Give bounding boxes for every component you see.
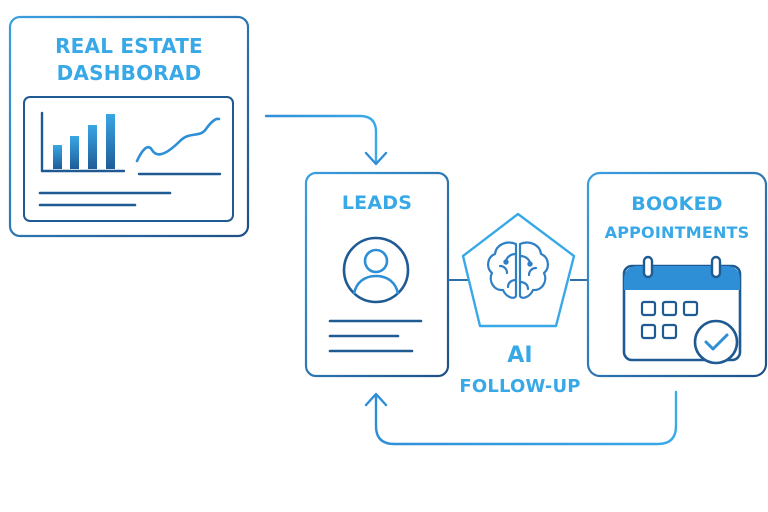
dashboard-card bbox=[8, 15, 250, 238]
calendar-day bbox=[661, 300, 678, 317]
text-lines bbox=[38, 191, 172, 207]
ai-title-line2: FOLLOW-UP bbox=[459, 376, 581, 397]
chart-bar bbox=[70, 136, 79, 169]
trend-line bbox=[135, 117, 221, 163]
chart-bar bbox=[106, 114, 115, 169]
arrow-dashboard-to-leads bbox=[264, 114, 388, 166]
text-lines bbox=[328, 319, 423, 353]
brain-icon bbox=[487, 241, 549, 299]
leads-card bbox=[304, 171, 450, 378]
booked-appointments-card bbox=[586, 171, 768, 378]
booked-title-line2: APPOINTMENTS bbox=[604, 223, 750, 242]
calendar-day bbox=[640, 323, 657, 340]
calendar-day bbox=[661, 323, 678, 340]
leads-title: LEADS bbox=[341, 192, 413, 214]
bar-line-chart-icon bbox=[40, 111, 222, 176]
dashboard-title-line2: DASHBORAD bbox=[56, 61, 202, 85]
user-profile-icon bbox=[342, 236, 410, 304]
dashboard-screen bbox=[23, 96, 234, 222]
calendar-day bbox=[640, 300, 657, 317]
ai-follow-up-node bbox=[461, 212, 576, 328]
chart-bar bbox=[88, 125, 97, 169]
calendar-check-icon bbox=[622, 255, 742, 365]
arrow-booked-to-leads bbox=[364, 390, 678, 446]
dashboard-title-line1: REAL ESTATE bbox=[55, 34, 203, 58]
ai-title-line1: AI bbox=[507, 343, 533, 368]
chart-bar bbox=[53, 145, 62, 169]
calendar-day bbox=[682, 300, 699, 317]
booked-title-line1: BOOKED bbox=[631, 193, 723, 215]
